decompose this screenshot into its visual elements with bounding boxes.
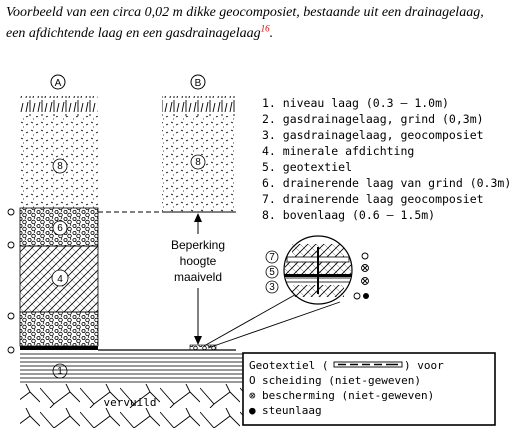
caption-period: . — [269, 26, 274, 41]
detail-symbols — [353, 252, 369, 300]
grass-layer-b — [162, 96, 236, 116]
legend-item: 7. drainerende laag geocomposiet — [262, 192, 484, 206]
figure-caption: Voorbeeld van een circa 0,02 m dikke geo… — [6, 2, 506, 44]
layer-tag: 8 — [195, 157, 201, 168]
ground-label: vervuild — [104, 396, 157, 409]
footnote-ref: 16 — [260, 23, 270, 34]
detail-tags: 7 5 3 — [265, 250, 279, 294]
geotextile-markers — [7, 208, 15, 354]
geotextile-title: Geotextiel ( — [249, 359, 328, 372]
geotextile-title-suffix: ) voor — [404, 359, 444, 372]
limit-line-3: maaiveld — [174, 270, 222, 284]
legend-item: 4. minerale afdichting — [262, 144, 414, 158]
layer-legend: 1. niveau laag (0.3 – 1.0m) 2. gasdraina… — [262, 96, 511, 222]
legend-item: 2. gasdrainagelaag, grind (0,3m) — [262, 112, 484, 126]
contaminated-ground — [20, 384, 245, 428]
layer-tag: 4 — [57, 274, 63, 285]
height-limit-arrow — [194, 213, 202, 345]
grass-layer-a — [20, 96, 98, 116]
legend-item: 8. bovenlaag (0.6 – 1.5m) — [262, 208, 435, 222]
item-protection: bescherming (niet-geweven) — [262, 389, 434, 402]
limit-line-1: Beperking — [171, 238, 225, 252]
item-support: steunlaag — [262, 404, 322, 417]
detail-tag: 3 — [269, 282, 275, 293]
geotextile-legend-box: Geotextiel ( ) voor O scheiding (niet-ge… — [242, 352, 496, 426]
base-liner-a — [20, 346, 98, 350]
legend-item: 5. geotextiel — [262, 160, 352, 174]
caption-text: Voorbeeld van een circa 0,02 m dikke geo… — [6, 5, 484, 41]
column-a-label: A — [55, 78, 62, 89]
column-b: B — [98, 74, 236, 213]
legend-item: 6. drainerende laag van grind (0.3m) — [262, 176, 511, 190]
detail-magnifier — [203, 235, 353, 349]
layer-tag: 8 — [57, 161, 63, 172]
detail-tag: 7 — [269, 252, 275, 263]
legend-item: 1. niveau laag (0.3 – 1.0m) — [262, 96, 449, 110]
limit-line-2: hoogte — [180, 254, 217, 268]
symbol-separation: O — [249, 374, 256, 387]
detail-tag: 5 — [269, 267, 275, 278]
symbol-protection: ⊗ — [249, 389, 256, 402]
column-a: A — [19, 74, 99, 347]
geocomposite-layer — [189, 344, 217, 351]
layer-tag: 6 — [57, 223, 63, 234]
level-layer — [20, 352, 245, 384]
legend-item: 3. gasdrainagelaag, geocomposiet — [262, 128, 484, 142]
item-separation: scheiding (niet-geweven) — [262, 374, 421, 387]
symbol-support: ● — [249, 404, 256, 417]
geotextile-symbol — [333, 361, 403, 368]
gas-gravel-layer-a — [19, 311, 99, 347]
height-limit-label: Beperking hoogte maaiveld — [171, 238, 225, 284]
column-b-label: B — [195, 78, 202, 89]
